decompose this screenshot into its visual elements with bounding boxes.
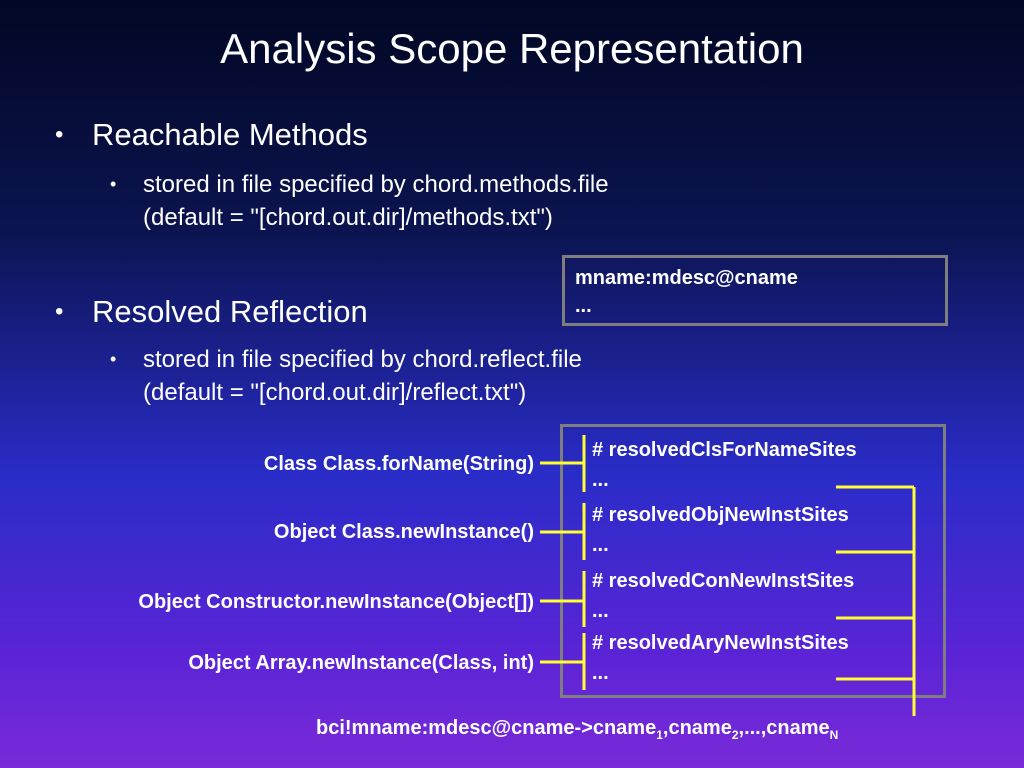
section-header: # resolvedConNewInstSites [592,570,855,592]
bullet-reachable-methods: • Reachable Methods [55,116,368,154]
methods-file-box: mname:mdesc@cname ... [562,255,948,326]
signature-class-forname: Class Class.forName(String) [263,453,534,475]
format-sep-2: ,...,cname [738,717,830,739]
section-ellipsis: ... [592,534,609,556]
signature-constructor-newinstance: Object Constructor.newInstance(Object[]) [138,591,534,613]
bullet-label: Reachable Methods [92,117,368,152]
format-sub-2: 2 [731,728,739,742]
format-sub-n: N [829,728,839,742]
reflect-entry-format: bci!mname:mdesc@cname->cname1,cname2,...… [316,715,838,748]
signature-class-newinstance: Object Class.newInstance() [273,521,534,543]
section-ellipsis: ... [592,469,609,491]
sub-bullet-line: (default = "[chord.out.dir]/methods.txt"… [143,204,553,231]
sub-bullet-dot: • [110,174,117,194]
sub-bullet-methods-file: • stored in file specified by chord.meth… [110,168,609,234]
format-prefix: bci!mname:mdesc@cname->cname [316,717,657,739]
format-sub-1: 1 [656,728,663,742]
section-header: # resolvedObjNewInstSites [592,504,849,526]
slide-title: Analysis Scope Representation [220,25,804,72]
section-ellipsis: ... [592,662,609,684]
section-header: # resolvedAryNewInstSites [592,632,849,654]
reflect-file-box [560,424,946,698]
reflect-section-clsforname: # resolvedClsForNameSites ... [592,435,857,495]
reflect-section-objnewinst: # resolvedObjNewInstSites ... [592,500,849,560]
bullet-resolved-reflection: • Resolved Reflection [55,293,368,331]
methods-format: mname:mdesc@cname [575,267,798,289]
reflect-section-connewinst: # resolvedConNewInstSites ... [592,566,854,626]
section-header: # resolvedClsForNameSites [592,439,857,461]
signature-array-newinstance: Object Array.newInstance(Class, int) [188,652,534,674]
bullet-dot: • [55,121,64,148]
bullet-label: Resolved Reflection [92,294,368,329]
format-brackets [836,485,916,716]
methods-ellipsis: ... [575,295,592,317]
section-ellipsis: ... [592,600,609,622]
bullet-dot: • [55,298,64,325]
sub-bullet-line: (default = "[chord.out.dir]/reflect.txt"… [143,379,527,406]
sub-bullet-line: stored in file specified by chord.method… [143,171,609,198]
sub-bullet-reflect-file: • stored in file specified by chord.refl… [110,343,582,409]
reflect-section-arynewinst: # resolvedAryNewInstSites ... [592,628,849,688]
signature-brackets [540,435,586,690]
sub-bullet-line: stored in file specified by chord.reflec… [143,346,582,373]
sub-bullet-dot: • [110,349,117,369]
format-sep-1: ,cname [662,717,732,739]
